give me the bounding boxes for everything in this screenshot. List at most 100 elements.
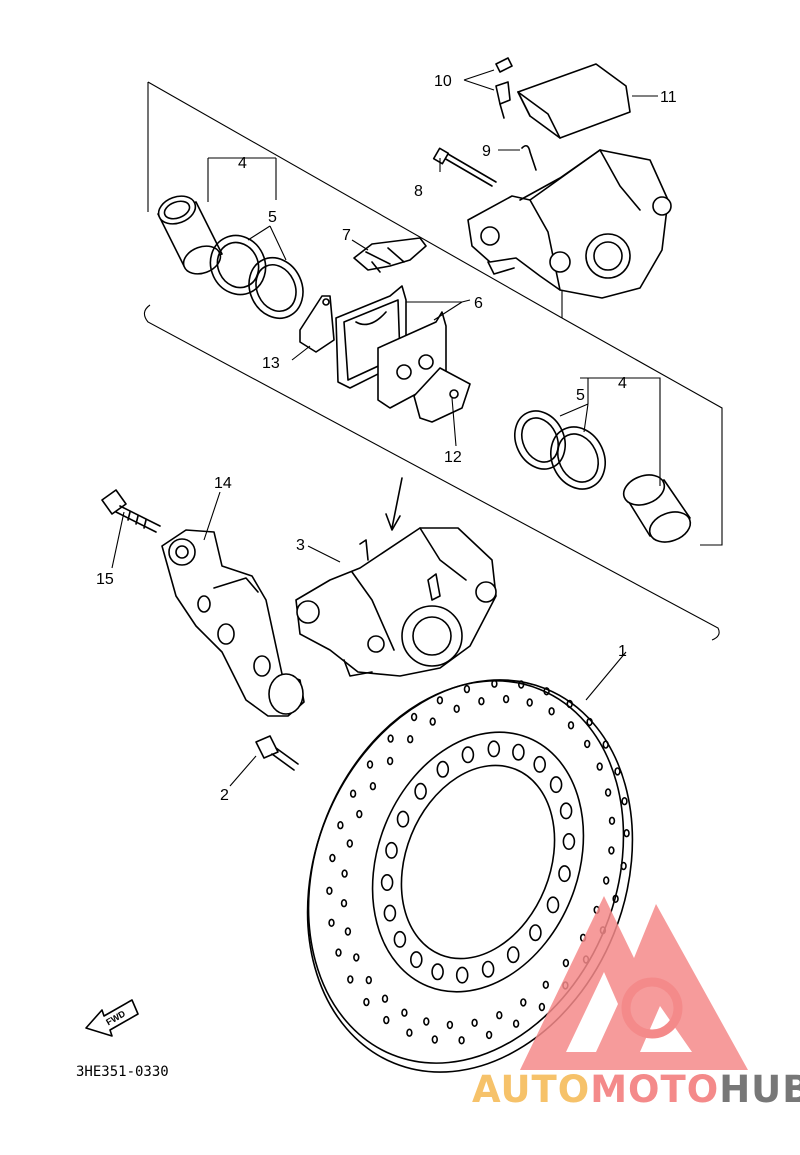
disc-vent-hole [517, 680, 525, 689]
disc-vent-hole [365, 975, 372, 985]
disc-vent-hole [344, 927, 352, 936]
disc-vent-hole [542, 980, 549, 989]
disc-vent-hole [356, 809, 363, 819]
callout-4-lower: 4 [618, 375, 627, 392]
callout-8: 8 [414, 183, 423, 200]
disc-vent-hole [340, 898, 348, 908]
disc-vent-hole [566, 699, 573, 709]
disc-mount-hole [455, 966, 469, 984]
disc-mount-hole [546, 896, 560, 914]
disc-vent-hole [346, 839, 353, 848]
disc-vent-hole [386, 756, 394, 766]
callout-10: 10 [434, 73, 452, 90]
disc-vent-hole [326, 886, 333, 895]
disc-vent-hole [562, 958, 570, 968]
pad-shim-right [413, 367, 471, 423]
disc-mount-hole [396, 810, 410, 828]
pad-pin-bolt [432, 147, 497, 187]
disc-vent-hole [538, 1002, 546, 1012]
watermark-hub: HUB [719, 1068, 800, 1111]
disc-vent-hole [496, 1010, 503, 1020]
piston-lower [622, 474, 692, 543]
disc-vent-hole [485, 1030, 493, 1040]
leader-lines [111, 69, 661, 787]
disc-mount-hole [414, 782, 427, 800]
callout-1: 1 [618, 643, 627, 660]
callout-13: 13 [262, 355, 280, 372]
disc-bolt [255, 735, 299, 771]
piston-upper [157, 195, 223, 275]
callout-labels: 1 2 3 4 4 5 5 6 7 8 9 10 11 12 13 14 15 [96, 73, 677, 804]
callout-6: 6 [474, 295, 483, 312]
callout-11: 11 [660, 89, 677, 106]
disc-vent-hole [369, 781, 377, 791]
caliper-body-exploded [467, 149, 672, 299]
disc-vent-hole [567, 721, 575, 730]
callout-5-lower: 5 [576, 387, 585, 404]
disc-mount-hole [558, 865, 571, 883]
disc-mount-hole [380, 873, 394, 891]
callout-9: 9 [482, 143, 491, 160]
disc-mount-hole [436, 760, 450, 778]
watermark-logo-icon [520, 896, 748, 1070]
svg-text:AUTOMOTOHUB: AUTOMOTOHUB [472, 1068, 800, 1111]
disc-vent-hole [429, 717, 436, 726]
disc-mount-hole [487, 740, 501, 758]
disc-vent-hole [407, 734, 414, 744]
disc-vent-hole [349, 789, 357, 798]
disc-vent-hole [353, 953, 360, 962]
disc-vent-hole [583, 739, 591, 749]
disc-mount-hole [431, 963, 444, 981]
exploded-view-frame [143, 81, 723, 641]
disc-vent-hole [436, 696, 444, 705]
disc-vent-hole [623, 828, 630, 838]
callout-2: 2 [220, 787, 229, 804]
disc-vent-hole [329, 853, 336, 863]
disc-vent-hole [614, 767, 621, 776]
disc-vent-hole [347, 975, 354, 984]
assembly-arrow [385, 477, 403, 531]
disc-mount-hole [385, 841, 398, 859]
disc-vent-hole [337, 820, 344, 830]
disc-vent-hole [604, 788, 612, 797]
disc-mount-hole [512, 743, 525, 761]
disc-mount-hole [383, 904, 397, 922]
callout-4-upper: 4 [238, 155, 247, 172]
disc-vent-hole [471, 1018, 478, 1027]
disc-vent-hole [621, 796, 628, 806]
forward-arrow: FWD [85, 999, 139, 1037]
callout-3: 3 [296, 537, 305, 554]
watermark-auto: AUTO [472, 1068, 590, 1111]
callout-7: 7 [342, 227, 351, 244]
disc-vent-hole [328, 918, 335, 927]
diagram-code: 3HE351-0330 [76, 1064, 169, 1080]
disc-vent-hole [586, 717, 593, 727]
disc-vent-hole [596, 762, 603, 771]
disc-vent-hole [502, 694, 510, 704]
disc-vent-hole [453, 704, 460, 713]
disc-vent-hole [543, 687, 550, 696]
bleed-screw [495, 57, 513, 119]
disc-vent-hole [512, 1019, 520, 1028]
pad-spring [353, 237, 427, 273]
disc-mount-hole [481, 960, 495, 978]
caliper-bracket [161, 529, 305, 717]
disc-vent-hole [491, 679, 498, 688]
disc-vent-hole [458, 1036, 465, 1045]
bracket-bolt [101, 489, 161, 533]
disc-mount-hole [533, 755, 547, 773]
disc-vent-hole [406, 1028, 413, 1037]
disc-vent-hole [383, 1015, 390, 1025]
pad-shim-left [299, 295, 335, 353]
disc-mount-hole [393, 930, 407, 948]
callout-14: 14 [214, 475, 232, 492]
disc-vent-hole [363, 997, 370, 1007]
disc-vent-hole [608, 846, 615, 855]
seal-kit-lower [514, 410, 606, 490]
disc-mount-hole [559, 802, 573, 820]
disc-vent-hole [341, 869, 348, 878]
disc-mount-hole [461, 746, 475, 764]
seal-kit-upper [209, 234, 304, 319]
disc-vent-hole [423, 1017, 430, 1026]
